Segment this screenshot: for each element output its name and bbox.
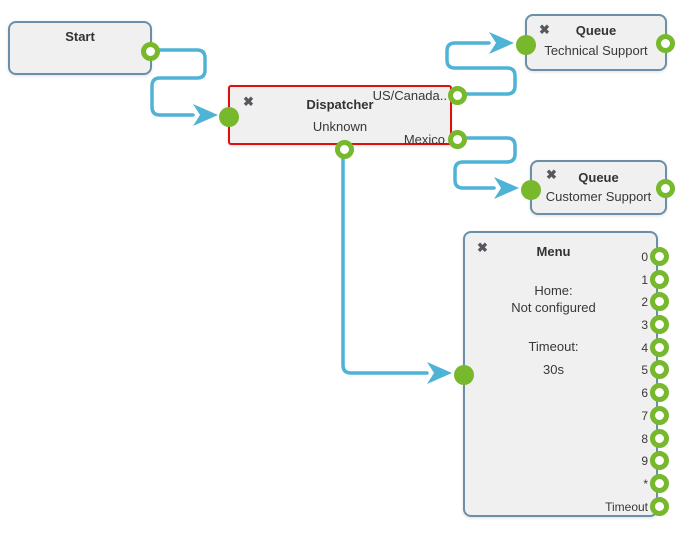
connector-mexico-to-queue-customer[interactable] — [453, 136, 519, 199]
node-queue-customer[interactable]: ✖ Queue Customer Support — [521, 160, 675, 215]
node-menu[interactable]: ✖ Menu Home: Not configured Timeout: 30s… — [454, 231, 669, 517]
output-label-mexico: Mexico — [403, 132, 445, 147]
port-menu-2[interactable] — [650, 292, 669, 311]
menu-home-value: Not configured — [511, 300, 596, 315]
arrowhead-uscanada-to-queue-technical — [489, 32, 514, 54]
port-queue-technical-output[interactable] — [656, 34, 675, 53]
menu-port-row-0: 0 — [465, 247, 669, 267]
port-menu-0[interactable] — [650, 247, 669, 266]
menu-timeout-value: 30s — [543, 362, 564, 377]
delete-icon[interactable]: ✖ — [546, 167, 557, 182]
port-dispatcher-output-us-canada[interactable] — [448, 86, 467, 105]
menu-timeout-label: Timeout: — [528, 339, 579, 354]
menu-port-label-7: 7 — [641, 409, 648, 423]
menu-port-row-6: 6 — [465, 383, 669, 403]
menu-port-label-3: 3 — [641, 318, 648, 332]
port-menu-7[interactable] — [650, 406, 669, 425]
node-queue-customer-title: Queue — [578, 170, 619, 185]
delete-icon[interactable]: ✖ — [243, 94, 254, 109]
port-menu-6[interactable] — [650, 383, 669, 402]
port-menu-8[interactable] — [650, 429, 669, 448]
port-menu-input[interactable] — [454, 365, 474, 385]
menu-port-label-8: 8 — [641, 432, 648, 446]
menu-port-row-9: 9 — [465, 451, 669, 471]
menu-port-label-9: 9 — [641, 454, 648, 468]
node-menu-title: Menu — [536, 244, 571, 259]
port-queue-customer-input[interactable] — [521, 180, 541, 200]
menu-port-row-8: 8 — [465, 429, 669, 449]
menu-port-row-4: 4 — [465, 338, 669, 358]
menu-port-row-7: 7 — [465, 406, 669, 426]
menu-port-label-star: * — [643, 477, 648, 491]
port-menu-9[interactable] — [650, 451, 669, 470]
menu-port-label-5: 5 — [641, 363, 648, 377]
menu-port-label-2: 2 — [641, 295, 648, 309]
arrowhead-mexico-to-queue-customer — [494, 177, 519, 199]
port-start-output[interactable] — [141, 42, 160, 61]
port-dispatcher-output-default[interactable] — [335, 140, 354, 159]
node-start-title: Start — [65, 29, 95, 44]
port-queue-customer-output[interactable] — [656, 179, 675, 198]
menu-port-label-0: 0 — [641, 250, 648, 264]
port-menu-timeout[interactable] — [650, 497, 669, 516]
port-dispatcher-output-mexico[interactable] — [448, 130, 467, 149]
port-menu-5[interactable] — [650, 360, 669, 379]
arrowhead-dispatcher-to-menu — [427, 362, 452, 384]
node-dispatcher-subtitle: Unknown — [312, 119, 368, 134]
node-dispatcher-title: Dispatcher — [306, 97, 374, 112]
menu-port-label-6: 6 — [641, 386, 648, 400]
node-queue-technical-subtitle: Technical Support — [544, 43, 648, 58]
menu-port-row-3: 3 — [465, 315, 669, 335]
port-dispatcher-input[interactable] — [219, 107, 239, 127]
menu-port-row-2: 2 — [465, 292, 669, 312]
port-menu-star[interactable] — [650, 474, 669, 493]
node-queue-customer-subtitle: Customer Support — [545, 189, 652, 204]
menu-port-label-timeout: Timeout — [605, 500, 648, 514]
node-queue-technical[interactable]: ✖ Queue Technical Support — [516, 14, 675, 71]
menu-port-label-1: 1 — [641, 273, 648, 287]
menu-port-row-timeout: Timeout — [465, 497, 669, 517]
node-queue-technical-title: Queue — [575, 23, 617, 38]
node-start[interactable]: Start — [8, 21, 160, 75]
node-dispatcher[interactable]: ✖ Dispatcher Unknown US/Canada.. Mexico — [219, 85, 467, 159]
menu-port-row-star: * — [465, 474, 669, 494]
menu-home-label: Home: — [534, 283, 573, 298]
menu-port-row-5: 5 — [465, 360, 669, 380]
connector-uscanada-to-queue-technical[interactable] — [445, 32, 517, 96]
delete-icon[interactable]: ✖ — [539, 22, 550, 37]
arrowhead-start-to-dispatcher — [193, 104, 218, 126]
port-queue-technical-input[interactable] — [516, 35, 536, 55]
delete-icon[interactable]: ✖ — [477, 240, 488, 255]
menu-port-row-1: 1 — [465, 270, 669, 290]
port-menu-3[interactable] — [650, 315, 669, 334]
output-label-us-canada: US/Canada.. — [372, 88, 447, 103]
port-menu-4[interactable] — [650, 338, 669, 357]
menu-port-label-4: 4 — [641, 341, 648, 355]
connector-dispatcher-to-menu[interactable] — [341, 146, 452, 384]
port-menu-1[interactable] — [650, 270, 669, 289]
connector-start-to-dispatcher[interactable] — [150, 48, 218, 126]
